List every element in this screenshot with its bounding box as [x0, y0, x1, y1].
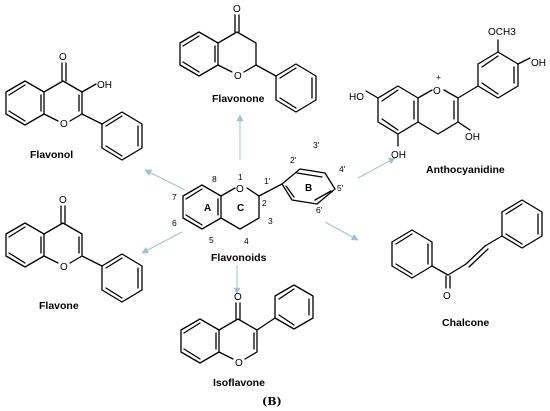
ring-label-c: C — [237, 203, 244, 214]
position-1: 1 — [238, 172, 243, 182]
compound-name-chalcone: Chalcone — [442, 317, 489, 329]
anthocyanidine-atom-oh-middle: OH — [465, 132, 480, 143]
compound-name-flavone: Flavone — [39, 300, 79, 312]
position-2: 2 — [262, 198, 267, 208]
anthocyanidine-structure — [365, 39, 531, 147]
position-6: 6 — [172, 218, 177, 228]
flavonol-atom-keto-o: O — [59, 52, 67, 63]
arrow-to-flavonol — [144, 169, 186, 191]
chalcone-structure — [391, 199, 543, 289]
flavone-structure — [5, 205, 143, 303]
flavone-atom-keto-o: O — [59, 195, 67, 206]
position-5p: 5' — [337, 183, 344, 193]
flavone-atom-ring-o: O — [60, 262, 68, 273]
isoflavone-structure — [180, 284, 314, 364]
center-oxygen: O — [236, 184, 244, 195]
arrows — [141, 114, 396, 295]
position-2p: 2' — [290, 155, 297, 165]
anthocyanidine-charge-plus: + — [436, 72, 441, 82]
ring-label-a: A — [204, 203, 211, 214]
compound-name-flavonoids: Flavonoids — [211, 252, 267, 264]
flavonoid-skeleton — [182, 168, 336, 230]
isoflavone-atom-keto-o: O — [234, 292, 242, 303]
compound-name-flavonol: Flavonol — [30, 149, 73, 161]
compound-name-anthocyanidine: Anthocyanidine — [426, 164, 505, 176]
anthocyanidine-atom-ring-o: O — [433, 86, 441, 97]
flavonol-structure — [5, 62, 143, 161]
position-4p: 4' — [339, 164, 346, 174]
position-4: 4 — [244, 236, 249, 246]
flavonone-atom-keto-o: O — [233, 4, 241, 15]
compound-name-flavonone: Flavonone — [212, 93, 265, 105]
position-7: 7 — [172, 192, 177, 202]
isoflavone-atom-ring-o: O — [235, 358, 243, 369]
anthocyanidine-atom-ho-left: HO — [349, 92, 364, 103]
position-1p: 1' — [264, 176, 271, 186]
chalcone-atom-keto-o: O — [443, 291, 451, 302]
compound-name-isoflavone: Isoflavone — [213, 377, 265, 389]
panel-label: (B) — [262, 395, 282, 408]
position-3p: 3' — [313, 140, 320, 150]
anthocyanidine-atom-och3: OCH3 — [488, 27, 516, 38]
arrow-to-chalcone — [324, 221, 359, 241]
flavonone-structure — [179, 14, 317, 113]
anthocyanidine-atom-oh-bottom: OH — [391, 150, 406, 161]
ring-label-b: B — [305, 183, 312, 194]
position-6p: 6' — [316, 205, 323, 215]
arrow-to-flavone — [141, 231, 183, 254]
position-3: 3 — [268, 216, 273, 226]
flavonol-atom-ring-o: O — [60, 119, 68, 130]
position-5: 5 — [209, 235, 214, 245]
position-8: 8 — [212, 174, 217, 184]
anthocyanidine-atom-oh-top-right: OH — [531, 58, 546, 69]
flavonol-atom-oh: OH — [97, 80, 112, 91]
arrow-to-anthocyanidine — [357, 157, 396, 179]
flavonone-atom-ring-o: O — [234, 71, 242, 82]
